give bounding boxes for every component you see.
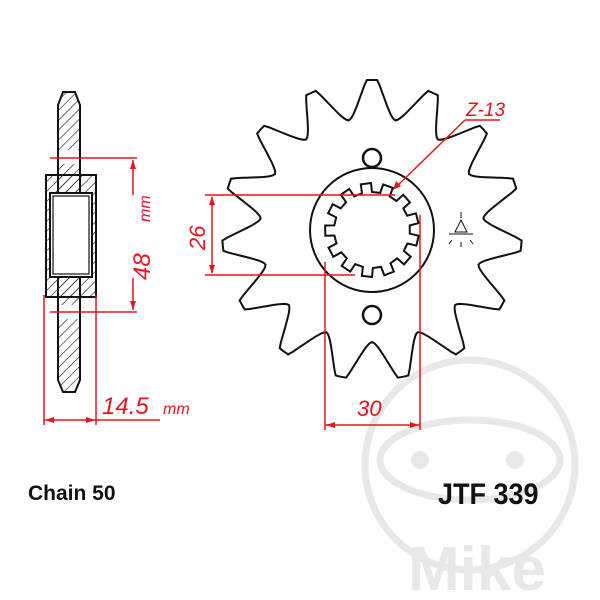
chain-label: Chain 50 — [28, 482, 116, 505]
side-view — [45, 91, 97, 393]
spline-outline — [324, 181, 420, 279]
part-number: JTF 339 — [438, 478, 539, 511]
spline-teeth-label: Z-13 — [465, 100, 506, 121]
hub-diameter-unit: mm — [137, 195, 154, 222]
direction-symbol — [448, 212, 474, 247]
bolt-hole-bottom — [361, 304, 383, 326]
dimension-lines — [43, 119, 500, 430]
spline-outer-value: 30 — [357, 396, 382, 421]
spline-inner-value: 26 — [185, 225, 210, 251]
watermark-logo — [361, 356, 579, 574]
sprocket-outline — [221, 79, 523, 379]
width-value: 14.5 — [102, 393, 149, 420]
hub-diameter-value: 48 — [129, 253, 156, 280]
bolt-hole-top — [361, 147, 383, 169]
watermark-text: Mike — [408, 535, 546, 600]
width-unit: mm — [163, 401, 190, 418]
